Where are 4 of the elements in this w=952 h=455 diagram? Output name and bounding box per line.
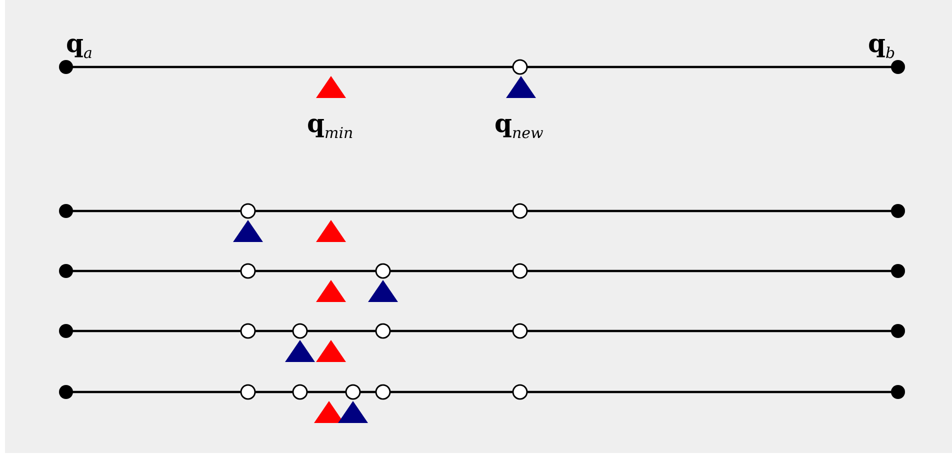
point-label: q$_{b}$ [868, 30, 896, 64]
point-label: q$_{a}$ [66, 30, 92, 64]
point-label: q$_{min}$ [307, 110, 354, 144]
point-label: q$_{new}$ [494, 110, 544, 144]
